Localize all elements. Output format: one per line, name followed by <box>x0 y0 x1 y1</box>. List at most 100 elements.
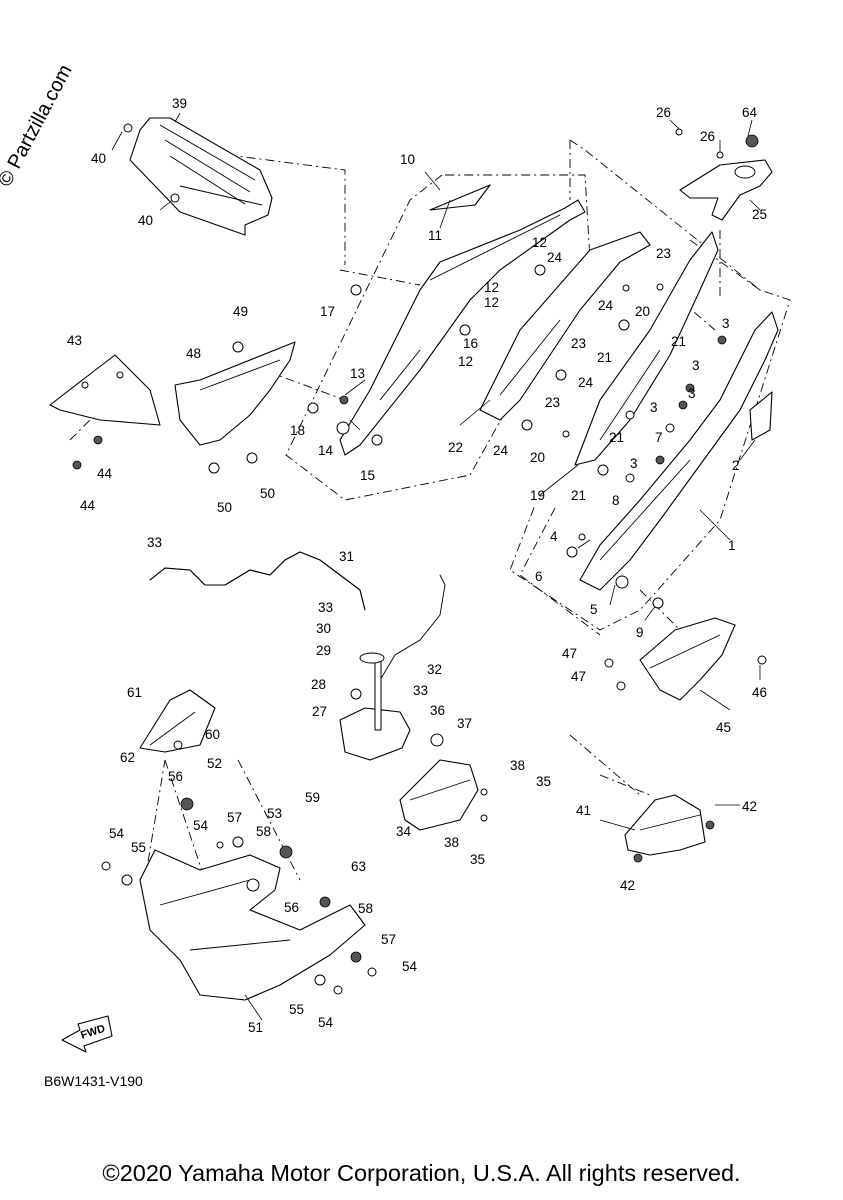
callout-c23b: 23 <box>571 336 586 351</box>
callout-c21d: 21 <box>571 488 586 503</box>
callout-c47b: 47 <box>571 669 586 684</box>
diagram-code: B6W1431-V190 <box>44 1073 143 1089</box>
callout-c20a: 20 <box>635 304 650 319</box>
callout-c33c: 33 <box>413 683 428 698</box>
copyright-notice: ©2020 Yamaha Motor Corporation, U.S.A. A… <box>102 1160 741 1186</box>
callout-c57b: 57 <box>381 932 396 947</box>
part-22-inner-panel <box>479 231 651 421</box>
callout-c64: 64 <box>742 105 758 120</box>
callout-c20b: 20 <box>530 450 545 465</box>
part-45-lower-cover <box>639 617 736 701</box>
part-51-front-cowl <box>139 849 366 1001</box>
callout-c37: 37 <box>457 716 472 731</box>
callout-c24d: 24 <box>493 443 509 458</box>
callout-c46: 46 <box>752 685 767 700</box>
callout-c52: 52 <box>207 756 222 771</box>
callout-c32: 32 <box>427 662 442 677</box>
callout-c3e: 3 <box>630 456 638 471</box>
callout-c56a: 56 <box>168 769 183 784</box>
callout-c49: 49 <box>233 304 248 319</box>
callout-c59: 59 <box>305 790 320 805</box>
callout-c5: 5 <box>590 602 598 617</box>
part-27-canister-bracket <box>339 652 411 761</box>
callout-c53: 53 <box>267 806 282 821</box>
callout-c44b: 44 <box>80 498 96 513</box>
callout-c22: 22 <box>448 440 463 455</box>
callout-c17: 17 <box>320 304 335 319</box>
callout-c38b: 38 <box>444 835 459 850</box>
callout-c57a: 57 <box>227 810 242 825</box>
callout-c10: 10 <box>400 152 415 167</box>
callout-c54d: 54 <box>318 1015 334 1030</box>
part-41-panel <box>624 794 706 856</box>
hardware-fasteners <box>72 123 767 995</box>
callout-c26a: 26 <box>656 105 671 120</box>
part-34-canister <box>399 759 479 831</box>
callout-c3b: 3 <box>692 358 700 373</box>
callout-c43: 43 <box>67 333 82 348</box>
callout-c12b: 12 <box>484 280 499 295</box>
callout-c56b: 56 <box>284 900 299 915</box>
part-10-side-panel <box>339 184 586 456</box>
callout-c24a: 24 <box>547 250 563 265</box>
callout-c23c: 23 <box>545 395 560 410</box>
callout-c38a: 38 <box>510 758 525 773</box>
callout-c24c: 24 <box>578 375 594 390</box>
callout-c50a: 50 <box>260 486 275 501</box>
callout-c51: 51 <box>248 1020 263 1035</box>
callout-c6: 6 <box>535 569 543 584</box>
callout-c40b: 40 <box>138 213 153 228</box>
callout-c2: 2 <box>732 458 740 473</box>
callout-c28: 28 <box>311 677 326 692</box>
callout-c1: 1 <box>728 538 736 553</box>
callout-c3a: 3 <box>722 316 730 331</box>
callout-c54a: 54 <box>109 826 125 841</box>
callout-c21a: 21 <box>597 350 612 365</box>
hose-assembly <box>149 551 446 681</box>
callout-c35a: 35 <box>536 774 551 789</box>
callout-c40a: 40 <box>91 151 106 166</box>
callout-c33a: 33 <box>147 535 162 550</box>
callout-c16: 16 <box>463 336 478 351</box>
callout-c19: 19 <box>530 488 545 503</box>
callout-c60: 60 <box>205 727 220 742</box>
part-39-rear-cowl <box>129 117 273 236</box>
part-1-side-cover <box>579 311 779 591</box>
callout-c7: 7 <box>655 430 663 445</box>
callout-c15: 15 <box>360 468 375 483</box>
callout-c58b: 58 <box>358 901 373 916</box>
callout-c41: 41 <box>576 803 591 818</box>
callout-c54b: 54 <box>193 818 209 833</box>
callout-c18: 18 <box>290 423 305 438</box>
callout-c34: 34 <box>396 824 412 839</box>
callout-c30: 30 <box>316 621 331 636</box>
part-48-cover-bracket <box>174 341 296 446</box>
callout-c55b: 55 <box>289 1002 304 1017</box>
callout-c12d: 12 <box>458 354 473 369</box>
callout-c9: 9 <box>636 625 644 640</box>
part-61-small-cowl <box>139 689 216 753</box>
callout-c35b: 35 <box>470 852 485 867</box>
callout-c48: 48 <box>186 346 201 361</box>
part-25-rear-bracket <box>679 159 773 221</box>
callout-c58a: 58 <box>256 824 271 839</box>
callout-c13: 13 <box>350 366 365 381</box>
callout-c12c: 12 <box>484 295 499 310</box>
callout-c45: 45 <box>716 720 731 735</box>
callout-c3d: 3 <box>650 400 658 415</box>
callout-c55a: 55 <box>131 840 146 855</box>
part-19-inner-panel <box>574 231 719 466</box>
callout-c26b: 26 <box>700 129 715 144</box>
callout-c27: 27 <box>312 704 327 719</box>
callout-c33b: 33 <box>318 600 333 615</box>
callout-c21b: 21 <box>671 334 686 349</box>
callout-c23a: 23 <box>656 246 671 261</box>
callout-c42a: 42 <box>742 799 757 814</box>
fwd-arrow-icon: FWD <box>61 1015 113 1053</box>
callout-c39: 39 <box>172 96 187 111</box>
callout-c47a: 47 <box>562 646 577 661</box>
callout-c42b: 42 <box>620 878 635 893</box>
callout-c29: 29 <box>316 643 331 658</box>
